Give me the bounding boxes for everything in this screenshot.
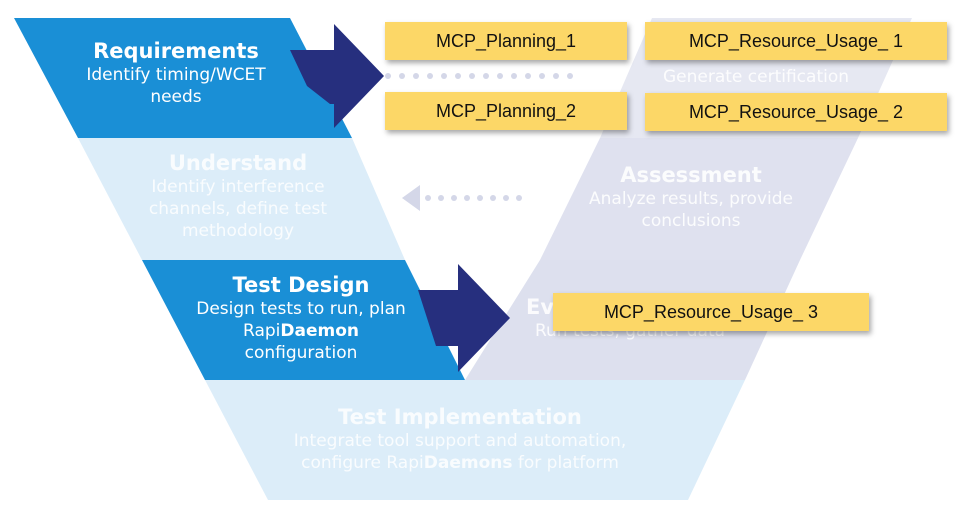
test-design-desc-3: configuration bbox=[244, 343, 358, 363]
test-implementation-band bbox=[205, 380, 745, 500]
certification-text: Generate certification bbox=[646, 66, 866, 88]
assessment-desc-1: Analyze results, provide bbox=[589, 189, 793, 209]
test-implementation-desc-2: configure RapiDaemons for platform bbox=[260, 452, 660, 474]
understand-band bbox=[78, 138, 405, 260]
requirements-band bbox=[14, 18, 352, 138]
understand-desc-1: Identify interference bbox=[151, 177, 325, 197]
test-design-desc-1: Design tests to run, plan bbox=[196, 299, 406, 319]
test-implementation-title: Test Implementation bbox=[338, 405, 582, 429]
note-resource-usage-1[interactable]: MCP_Resource_Usage_ 1 bbox=[645, 22, 947, 60]
understand-desc-2: channels, define test bbox=[148, 199, 328, 219]
note-planning-1[interactable]: MCP_Planning_1 bbox=[385, 22, 627, 60]
certification-desc: Generate certification bbox=[662, 67, 850, 87]
understand-desc-3: methodology bbox=[181, 221, 295, 241]
test-implementation-text: Test Implementation Integrate tool suppo… bbox=[260, 404, 660, 474]
assessment-text: Assessment Analyze results, provide conc… bbox=[576, 162, 806, 232]
dotted-arrow-left bbox=[402, 185, 522, 211]
arrow-right-top bbox=[290, 24, 384, 128]
arrow-right-bottom bbox=[418, 264, 510, 372]
test-design-desc-2-bold: Daemon bbox=[280, 321, 359, 341]
requirements-desc-1: Identify timing/WCET bbox=[86, 65, 266, 85]
test-design-desc-2: RapiDaemon bbox=[186, 320, 416, 342]
test-design-text: Test Design Design tests to run, plan Ra… bbox=[186, 272, 416, 364]
understand-title: Understand bbox=[168, 151, 308, 175]
test-implementation-desc-2-bold: Daemons bbox=[423, 453, 513, 473]
test-design-band bbox=[142, 260, 465, 380]
dotted-connector-top bbox=[385, 73, 573, 79]
assessment-desc-2: conclusions bbox=[641, 211, 741, 231]
test-implementation-desc-2-post: for platform bbox=[512, 453, 619, 473]
note-resource-usage-2[interactable]: MCP_Resource_Usage_ 2 bbox=[645, 93, 947, 131]
test-implementation-desc-1: Integrate tool support and automation, bbox=[293, 431, 627, 451]
requirements-text: Requirements Identify timing/WCET needs bbox=[76, 38, 276, 108]
requirements-desc-2: needs bbox=[150, 87, 202, 107]
requirements-title: Requirements bbox=[93, 39, 259, 63]
note-resource-usage-3[interactable]: MCP_Resource_Usage_ 3 bbox=[553, 293, 869, 331]
test-design-desc-2-pre: Rapi bbox=[243, 321, 281, 341]
assessment-title: Assessment bbox=[620, 163, 762, 187]
execution-title: Ev bbox=[526, 295, 555, 319]
assessment-band bbox=[540, 138, 858, 260]
test-design-title: Test Design bbox=[232, 273, 370, 297]
test-implementation-desc-2-pre: configure Rapi bbox=[301, 453, 424, 473]
note-planning-2[interactable]: MCP_Planning_2 bbox=[385, 92, 627, 130]
understand-text: Understand Identify interference channel… bbox=[126, 150, 350, 242]
